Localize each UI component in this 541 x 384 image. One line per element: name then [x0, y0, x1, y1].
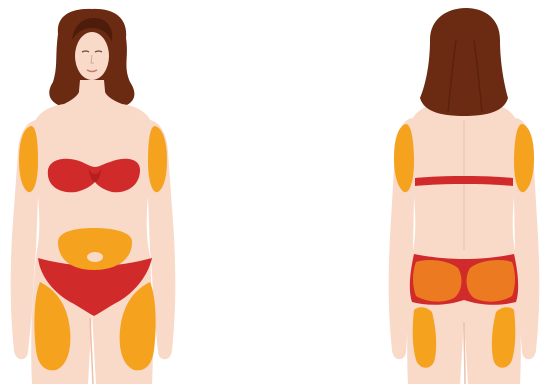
left-thigh-zone	[413, 307, 436, 368]
left-buttock-zone	[413, 260, 461, 302]
navel	[87, 252, 103, 262]
hair-back	[420, 8, 508, 116]
leg-gap	[90, 318, 93, 384]
front-view-figure	[0, 0, 190, 384]
right-thigh-zone	[492, 307, 515, 368]
back-view-figure	[386, 0, 541, 384]
right-buttock-zone	[467, 260, 515, 302]
